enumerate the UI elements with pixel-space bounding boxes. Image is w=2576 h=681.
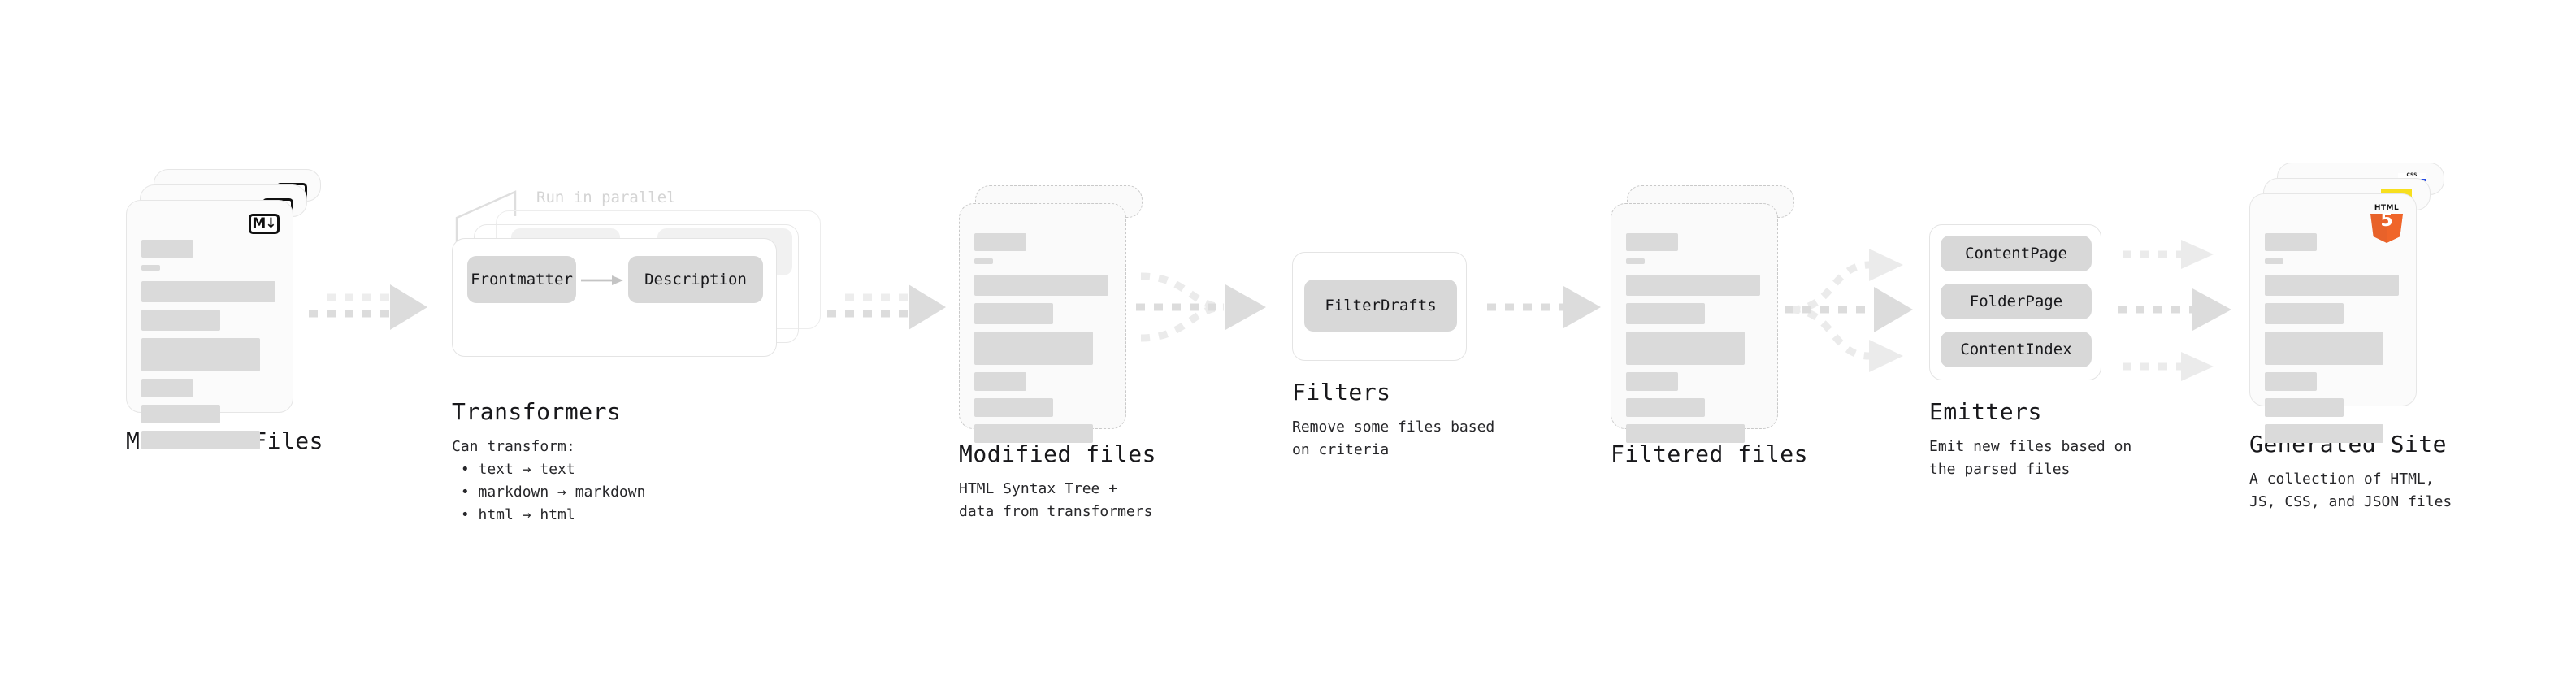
document-skeleton	[974, 233, 1111, 443]
connector-emitters-to-site	[2118, 240, 2231, 381]
html5-badge-caption: HTML	[2374, 204, 2400, 212]
stage-heading: Emitters	[1929, 398, 2042, 425]
stage-description: Can transform: • text → text • markdown …	[452, 438, 646, 523]
emitter-item-contentindex[interactable]: ContentIndex	[1941, 332, 2092, 367]
markdown-badge-icon: M↓	[249, 214, 280, 234]
transformer-item-frontmatter[interactable]: Frontmatter	[467, 256, 576, 303]
connector-filtered-to-emitters	[1785, 249, 1913, 372]
emitters-panel: ContentPage FolderPage ContentIndex	[1929, 224, 2101, 380]
stage-transformers: Run in parallel Frontmatter	[452, 189, 842, 527]
stage-filtered-files: Filtered files	[1611, 185, 1808, 467]
emitter-item-folderpage[interactable]: FolderPage	[1941, 284, 2092, 319]
connector-md-to-transformers	[309, 284, 427, 330]
emitter-item-contentpage[interactable]: ContentPage	[1941, 236, 2092, 271]
connector-modified-to-filters	[1136, 272, 1266, 342]
filter-item-filterdrafts[interactable]: FilterDrafts	[1304, 280, 1457, 332]
transform-arrow-icon	[581, 275, 623, 285]
transformer-item-label: Description	[644, 271, 747, 288]
stage-heading: Modified files	[959, 440, 1157, 467]
site-card-front: HTML 5	[2249, 193, 2417, 443]
stage-modified-files: Modified files HTML Syntax Tree + data f…	[959, 185, 1156, 523]
filter-item-label: FilterDrafts	[1325, 297, 1437, 314]
connector-transformers-to-modified	[827, 284, 946, 330]
transformer-item-description[interactable]: Description	[628, 256, 763, 303]
stage-filters: FilterDrafts Filters Remove some files b…	[1292, 252, 1494, 462]
filters-panel: FilterDrafts	[1292, 252, 1467, 361]
parallel-annotation: Run in parallel	[536, 189, 676, 206]
document-skeleton	[2265, 233, 2401, 443]
stage-heading: Filters	[1292, 379, 1391, 406]
document-skeleton	[141, 240, 278, 449]
stage-markdown-files: M↓ M↓ M↓ Markdown Files	[126, 169, 323, 454]
stage-emitters: ContentPage FolderPage ContentIndex Emit…	[1929, 224, 2131, 481]
connector-filters-to-filtered	[1487, 286, 1601, 328]
html5-badge-icon: HTML 5	[2370, 204, 2403, 243]
stage-description: HTML Syntax Tree + data from transformer…	[959, 480, 1153, 520]
document-skeleton	[1626, 233, 1763, 443]
transformer-panel-front: Frontmatter Description	[452, 238, 777, 357]
modified-card-front	[959, 203, 1126, 443]
stage-description: Emit new files based on the parsed files	[1929, 438, 2132, 478]
markdown-card-front: M↓	[126, 200, 293, 449]
transformer-item-label: Frontmatter	[471, 271, 573, 288]
stage-heading: Transformers	[452, 398, 622, 425]
stage-generated-site: CSS HTML 5	[2249, 163, 2452, 514]
emitter-item-label: ContentIndex	[1960, 340, 2072, 358]
emitter-item-label: FolderPage	[1969, 293, 2063, 310]
emitter-item-label: ContentPage	[1965, 245, 2067, 262]
filtered-card-front	[1611, 203, 1778, 443]
stage-heading: Filtered files	[1611, 440, 1809, 467]
stage-description: Remove some files based on criteria	[1292, 419, 1495, 458]
parallel-bracket-icon	[455, 190, 517, 242]
stage-description: A collection of HTML, JS, CSS, and JSON …	[2249, 471, 2452, 510]
html5-badge-number: 5	[2380, 210, 2393, 231]
